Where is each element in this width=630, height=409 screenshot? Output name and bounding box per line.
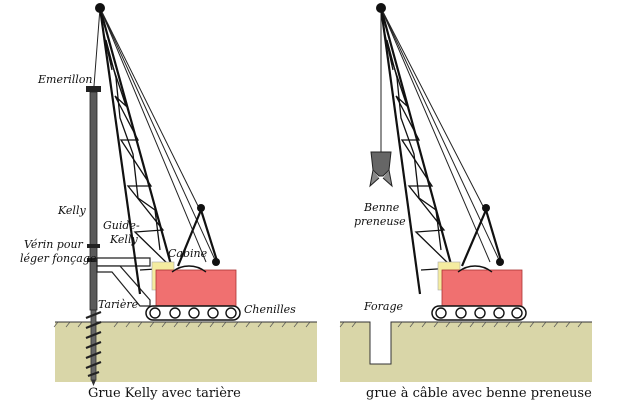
label-guide-2: Kelly [109,233,138,246]
kelly-crane-figure: Emerillon Kelly Vérin pour léger fonçage… [20,3,317,401]
label-tariere: Tarière [98,298,139,311]
label-benne-2: preneuse [354,215,406,228]
cab-body-right [441,269,523,307]
grab-bucket [369,8,393,188]
auger-screw [85,307,102,386]
boom-tip-sheave-left [95,3,105,13]
label-chenilles: Chenilles [244,303,296,316]
cab-wheel-arc-right [457,265,493,273]
label-kelly: Kelly [57,204,86,217]
caption-left: Grue Kelly avec tarière [88,386,241,401]
tracks-left [145,305,241,321]
boom-right [379,7,460,295]
ground-hatching-right [339,321,583,328]
caption-right: grue à câble avec benne preneuse [366,386,592,401]
label-benne-1: Benne [363,201,400,214]
label-verin-2: léger fonçage [20,252,97,265]
cab-body-left [155,269,237,307]
cab-wheel-arc [171,265,207,273]
swivel-block [86,86,101,92]
label-forage: Forage [363,300,404,313]
ground-line-right [340,321,592,365]
label-emerillon: Emerillon [37,73,93,86]
label-cabine: Cabine [168,247,208,260]
boom-left [98,7,180,295]
cables-right [380,7,501,263]
boom-tip-sheave-right [376,3,386,13]
label-guide-1: Guide- [103,219,140,232]
ground-right [340,322,592,382]
kelly-collar-lower [87,258,100,262]
kelly-collar [87,244,100,248]
label-verin-1: Vérin pour [24,238,84,251]
ground-hatching-left [53,321,311,328]
mast-left [176,204,220,267]
kelly-bar [89,91,98,311]
cable-crane-figure: Benne preneuse Forage grue à câble avec … [339,3,592,401]
tracks-right [431,305,527,321]
mast-right [460,204,504,267]
